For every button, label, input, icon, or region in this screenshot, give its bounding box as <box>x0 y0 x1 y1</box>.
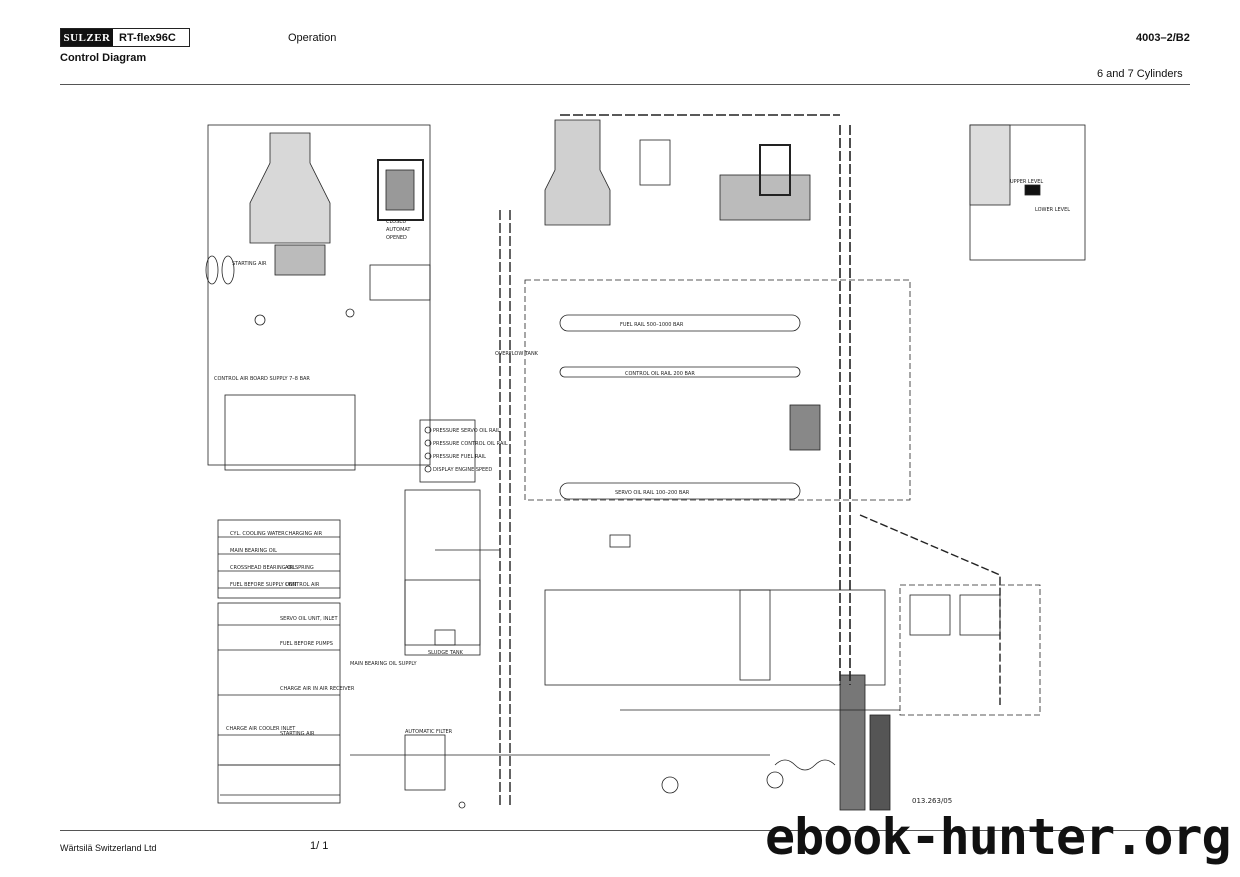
header-rule <box>60 84 1190 85</box>
pressure-servo-label: PRESSURE SERVO OIL RAIL <box>433 428 500 434</box>
engine-speed-label: DISPLAY ENGINE SPEED <box>433 467 492 473</box>
air-spring-label: AIR SPRING <box>285 565 314 571</box>
automatic-filter-label: AUTOMATIC FILTER <box>405 729 453 735</box>
lower-level-label: LOWER LEVEL <box>1035 207 1070 213</box>
servo-rail-label: SERVO OIL RAIL 100–200 BAR <box>615 490 690 496</box>
control-air-label: CONTROL AIR <box>285 582 320 588</box>
starting-air-gauge-label: STARTING AIR <box>280 731 315 737</box>
logo-brand: SULZER <box>61 29 113 46</box>
control-air-supply-label: CONTROL AIR BOARD SUPPLY 7–8 BAR <box>214 376 310 382</box>
servo-oil-label: SERVO OIL UNIT, INLET <box>280 616 338 622</box>
sludge-tank-label: SLUDGE TANK <box>428 650 464 656</box>
automatic-label: AUTOMAT <box>386 227 411 233</box>
starting-air-label: STARTING AIR <box>232 261 267 267</box>
control-rail-label: CONTROL OIL RAIL 200 BAR <box>625 371 695 377</box>
main-bearing-oil-label: MAIN BEARING OIL <box>230 548 277 554</box>
watermark-text: ebook-hunter.org <box>765 808 1232 866</box>
fuel-rail-label: FUEL RAIL 500–1000 BAR <box>620 322 684 328</box>
drawing-number: 013.263/05 <box>912 797 952 805</box>
pressure-control-label: PRESSURE CONTROL OIL RAIL <box>433 441 508 447</box>
logo-model: RT-flex96C <box>119 31 176 44</box>
section-label: Operation <box>288 32 337 44</box>
cyl-cooling-water-label: CYL. COOLING WATER <box>230 531 285 537</box>
charge-air-cooler-label: CHARGE AIR COOLER INLET <box>226 726 296 732</box>
crosshead-bearing-oil-label: CROSSHEAD BEARING OIL <box>230 565 296 571</box>
charging-air-label: CHARGING AIR <box>285 531 323 537</box>
footer-rule <box>60 830 1190 831</box>
upper-level-label: UPPER LEVEL <box>1010 179 1043 185</box>
fuel-before-pumps-label: FUEL BEFORE PUMPS <box>280 641 333 647</box>
opened-label: OPENED <box>386 235 407 241</box>
variant-label: 6 and 7 Cylinders <box>1097 68 1183 80</box>
company-name: Wärtsilä Switzerland Ltd <box>60 843 157 853</box>
control-diagram: FUEL RAIL 500–1000 BAR CONTROL OIL RAIL … <box>205 114 1086 811</box>
main-bearing-supply-label: MAIN BEARING OIL SUPPLY <box>350 661 417 667</box>
sulzer-logo: SULZER RT-flex96C <box>60 28 190 47</box>
page-number: 1/ 1 <box>310 840 329 852</box>
closed-label: CLOSED <box>386 219 406 225</box>
charge-air-receiver-label: CHARGE AIR IN AIR RECEIVER <box>280 686 355 692</box>
overflow-tank-label: OVERFLOW TANK <box>495 351 539 357</box>
pressure-fuel-label: PRESSURE FUEL RAIL <box>433 454 486 460</box>
doc-number: 4003–2/B2 <box>1136 32 1190 44</box>
page-title: Control Diagram <box>60 52 147 64</box>
fuel-before-supply-label: FUEL BEFORE SUPPLY UNIT <box>230 582 298 588</box>
